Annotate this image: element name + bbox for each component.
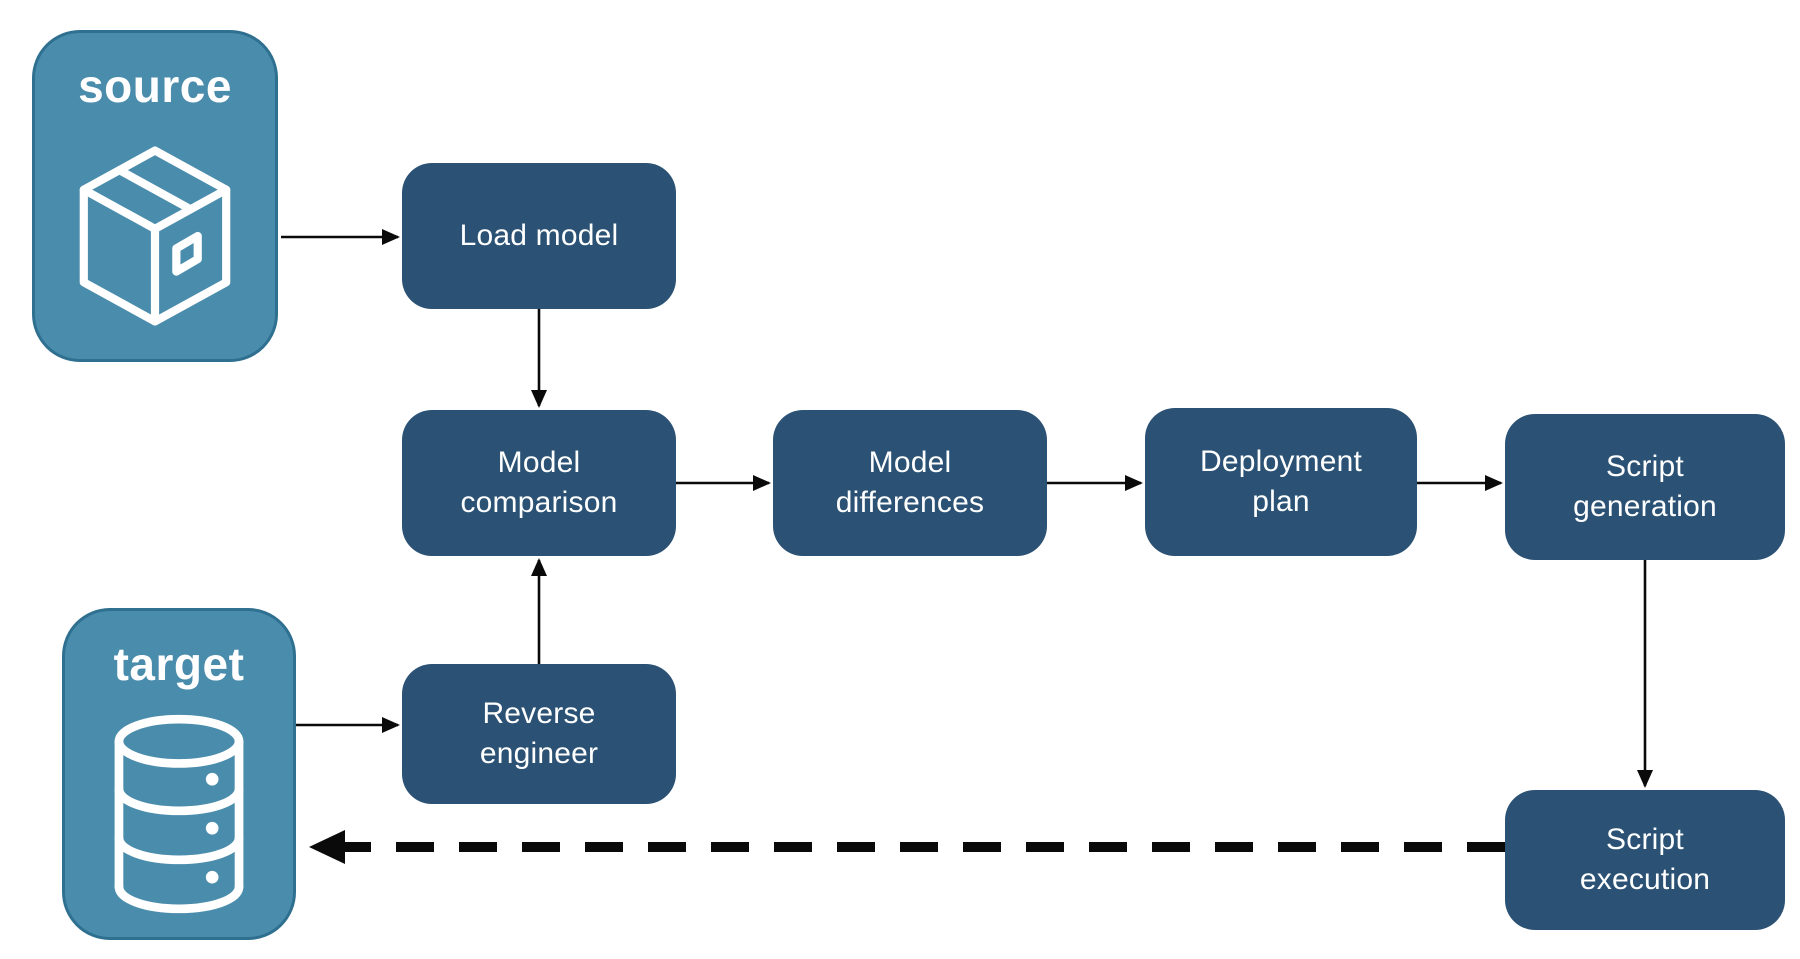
target-container: target bbox=[62, 608, 296, 940]
source-label: source bbox=[78, 60, 232, 112]
node-script-generation: Script generation bbox=[1505, 414, 1785, 560]
node-model-differences: Model differences bbox=[773, 410, 1047, 556]
package-icon bbox=[35, 113, 275, 359]
node-reverse-engineer: Reverse engineer bbox=[402, 664, 676, 804]
node-deployment-plan: Deployment plan bbox=[1145, 408, 1417, 556]
node-model-comparison: Model comparison bbox=[402, 410, 676, 556]
target-label: target bbox=[113, 638, 245, 690]
node-load-model: Load model bbox=[402, 163, 676, 309]
source-container: source bbox=[32, 30, 278, 362]
node-script-execution: Script execution bbox=[1505, 790, 1785, 930]
database-icon bbox=[65, 691, 293, 937]
